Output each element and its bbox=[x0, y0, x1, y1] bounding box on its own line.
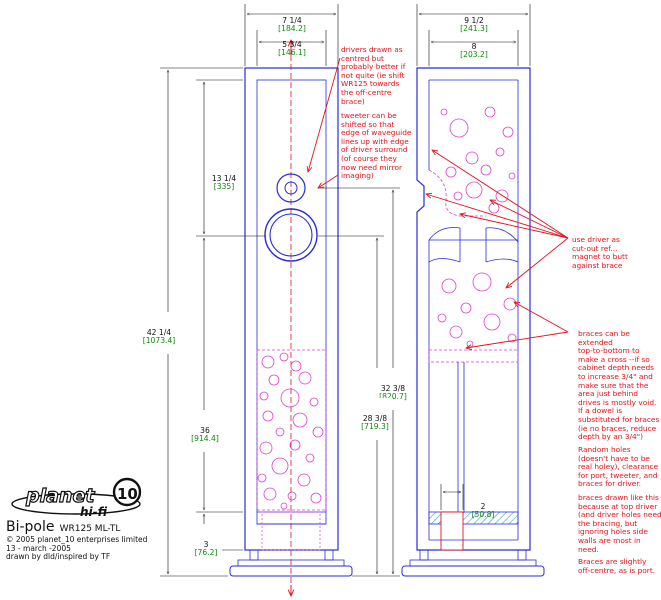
title-model: WR125 ML-TL bbox=[59, 524, 121, 534]
dim-brace-height: 28 3/8[719.3] bbox=[358, 398, 392, 441]
annotation-arrows bbox=[308, 57, 569, 348]
dim-width-inner: 5 3/4[146.1] bbox=[278, 39, 306, 58]
note-braces-extended: braces can be extended top-to-bottom to … bbox=[578, 329, 660, 442]
dim-overall-height: 42 1/4[1073.4] bbox=[138, 312, 180, 355]
note-tweeter-shift: tweeter can be shifted so that edge of w… bbox=[341, 111, 412, 181]
logo-planet-text: planet bbox=[25, 485, 95, 507]
side-view bbox=[401, 67, 545, 577]
note-random-holes: Random holes (doesn't have to be real ho… bbox=[578, 445, 659, 489]
note-drivers-centred: drivers drawn as centred but probably be… bbox=[341, 45, 406, 106]
credit-line: 13 - march -2005 bbox=[6, 543, 71, 553]
note-driver-cutout: use driver as cut-out ref... magnet to b… bbox=[572, 235, 628, 270]
note-braces-drawn: braces drawn like this because at top dr… bbox=[578, 493, 661, 554]
drawing-title: Bi-pole WR125 ML-TL bbox=[6, 516, 120, 535]
note-braces-offcentre: Braces are slightly off-centre, as is po… bbox=[578, 557, 656, 575]
planet10-logo: planet 10 hi-fi bbox=[6, 474, 156, 519]
front-view bbox=[229, 40, 353, 596]
dim-port: 2[50.8] bbox=[471, 501, 495, 520]
dim-plinth: 3[76.2] bbox=[190, 524, 222, 567]
credit-line: © 2005 planet_10 enterprises limited bbox=[6, 535, 148, 544]
dim-depth-outer: 9 1/2[241.3] bbox=[460, 15, 488, 34]
title-main: Bi-pole bbox=[6, 519, 55, 535]
logo-hifi-text: hi-fi bbox=[80, 505, 108, 518]
dim-internal-height: 36[914.4] bbox=[188, 410, 222, 453]
credit-line: drawn by dld/inspired by TF bbox=[6, 552, 111, 562]
dim-tweeter-height: 13 1/4[335] bbox=[206, 158, 242, 201]
dim-width-outer: 7 1/4[184.2] bbox=[278, 15, 306, 34]
logo-10-text: 10 bbox=[117, 485, 138, 503]
dim-depth-inner: 8[203.2] bbox=[460, 41, 488, 60]
